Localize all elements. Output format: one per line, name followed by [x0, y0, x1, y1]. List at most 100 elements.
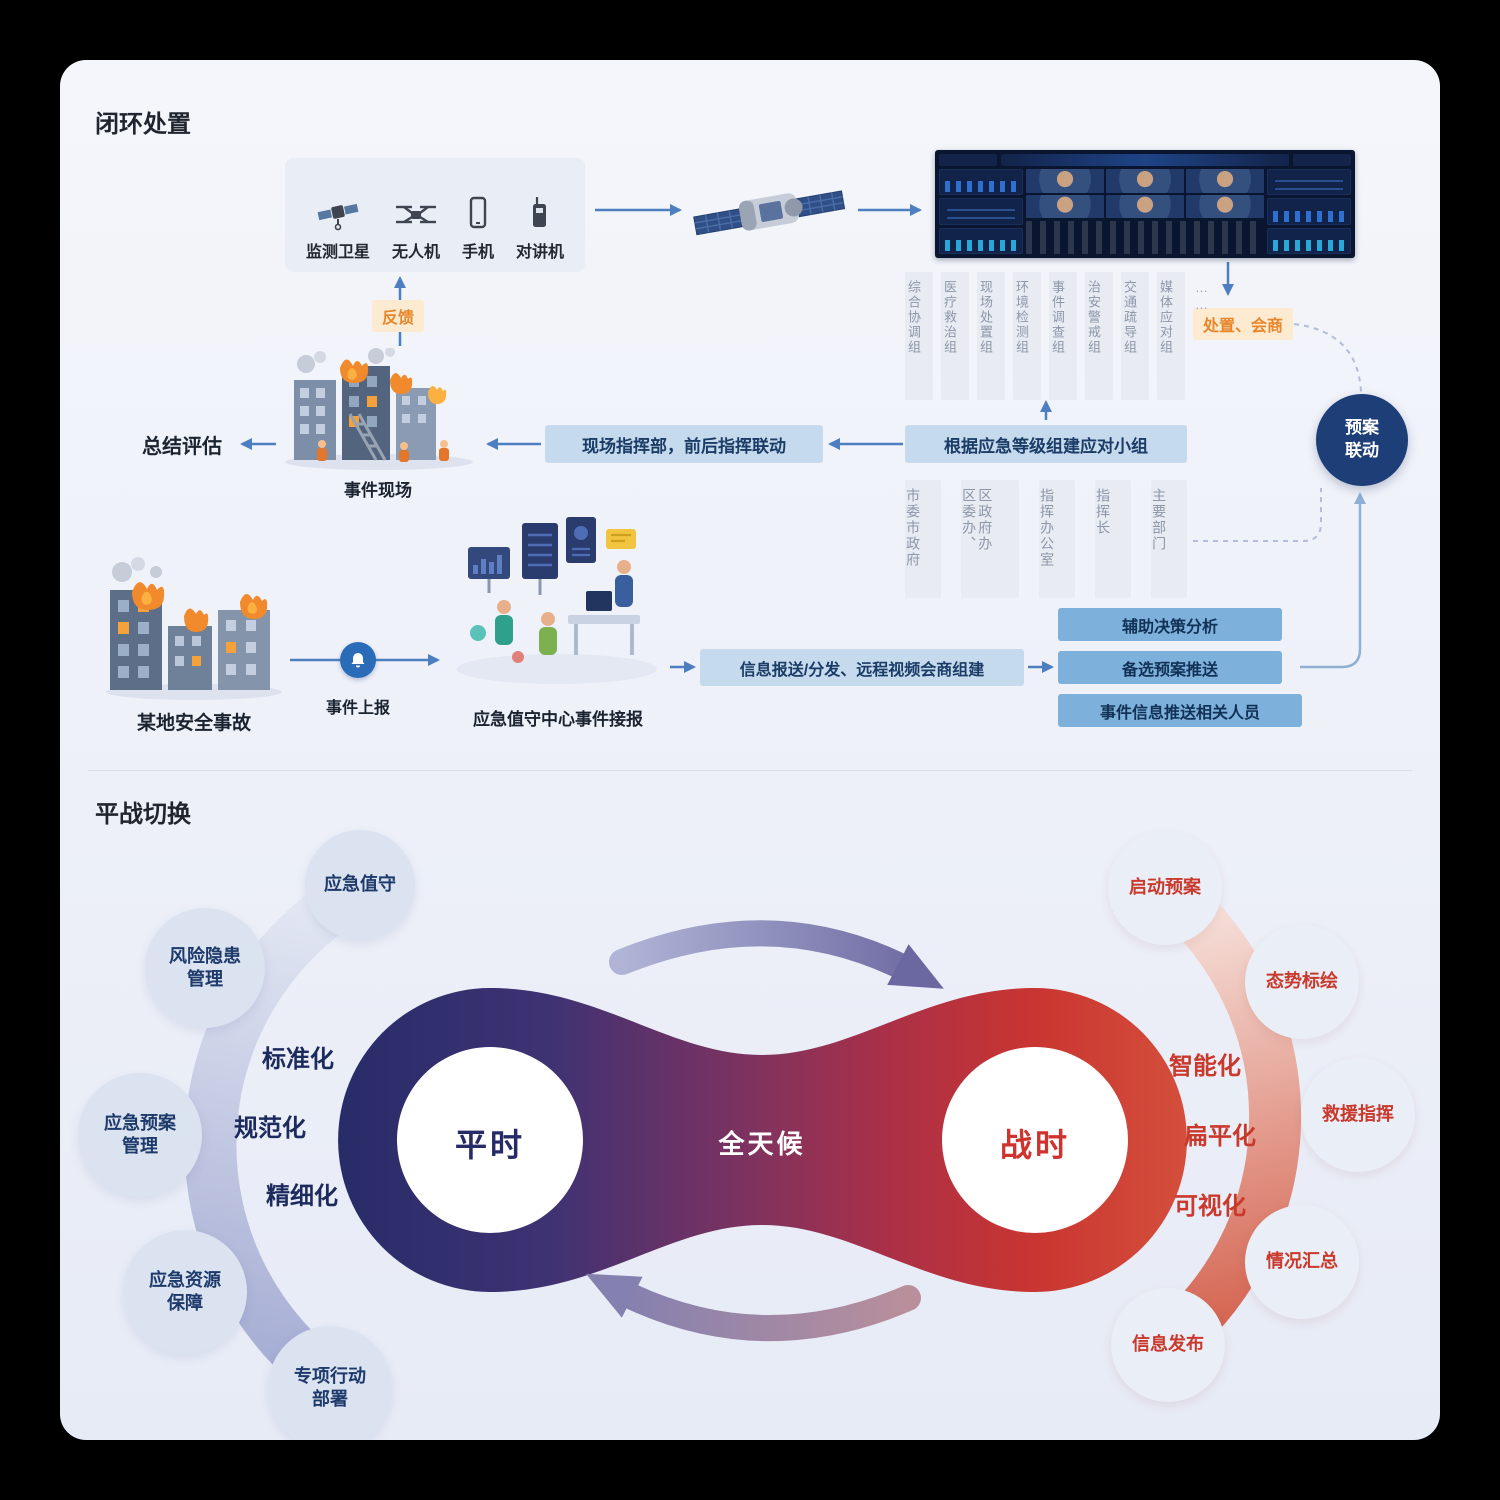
peacetime-label: 平时	[454, 1127, 525, 1163]
peacetime-core-circle	[397, 1047, 583, 1233]
cycle-bubble-left: 应急预案 管理	[78, 1073, 202, 1197]
device-label: 对讲机	[515, 244, 564, 261]
keyword-right: 可视化	[1174, 1193, 1246, 1220]
decision-box: 辅助决策分析	[1058, 608, 1282, 641]
device-label: 无人机	[391, 244, 440, 261]
all-weather-label: 全天候	[718, 1129, 806, 1159]
dash-panel	[939, 227, 1023, 254]
dash-left-panels	[939, 169, 1023, 254]
peacetime-ring-arc	[184, 864, 386, 1408]
cycle-bubble-left: 风险隐患 管理	[145, 908, 265, 1028]
cycle-bubble-right: 启动预案	[1108, 831, 1222, 945]
response-group-box: 事件调查组	[1049, 272, 1077, 400]
cycle-arrow-bottom	[585, 1273, 921, 1342]
command-role-box: 主要部门	[1151, 480, 1187, 598]
wartime-core-circle	[942, 1047, 1128, 1233]
front-end-devices-panel: 监测卫星 无人机 手机	[285, 158, 585, 272]
cycle-bubble-right: 情况汇总	[1245, 1205, 1359, 1319]
keyword-left: 精细化	[266, 1183, 338, 1210]
duty-center-label: 应急值守中心事件接报	[473, 710, 643, 729]
incident-scene-illustration	[285, 348, 473, 470]
feedback-label: 反馈	[372, 300, 425, 332]
device-phone: 手机	[462, 195, 494, 262]
cycle-bubble-left: 专项行动 部署	[268, 1326, 392, 1440]
wartime-ring-arc	[1137, 861, 1302, 1373]
diagram-vectors	[184, 204, 1366, 1408]
dash-video-grid	[1026, 169, 1264, 219]
accident-label: 某地安全事故	[136, 713, 251, 734]
dash-video-tile	[1186, 194, 1264, 219]
connector-dispose-to-plan-circle	[1293, 323, 1362, 393]
dash-bar-chart	[1272, 210, 1346, 222]
dash-video-wall	[1026, 169, 1264, 254]
response-group-ellipsis: ……	[1193, 280, 1209, 314]
dash-panel	[1267, 169, 1351, 196]
device-label: 监测卫星	[305, 244, 370, 261]
dash-header	[939, 154, 1351, 166]
incident-scene-label: 事件现场	[344, 481, 412, 500]
response-group-box: 综合协调组	[905, 272, 933, 400]
command-role-box: 指挥办公室	[1039, 480, 1075, 598]
wartime-label: 战时	[999, 1127, 1070, 1163]
decision-box: 备选预案推送	[1058, 651, 1282, 684]
bell-icon	[351, 653, 365, 668]
phone-icon	[469, 196, 487, 229]
section-divider	[88, 770, 1412, 771]
accident-illustration	[106, 557, 282, 700]
dash-bar-chart	[944, 239, 1018, 252]
command-platform-screenshot	[935, 150, 1355, 258]
response-group-box: 治安警戒组	[1085, 272, 1113, 400]
dash-body	[939, 169, 1351, 254]
firefighter-figures	[317, 440, 449, 462]
keyword-right: 智能化	[1169, 1053, 1241, 1080]
satellite-illustration	[693, 190, 846, 236]
plan-linkage-circle: 预案 联动	[1316, 394, 1408, 486]
arrow-decision-to-plan-circle	[1300, 492, 1366, 669]
response-group-box: 现场处置组	[977, 272, 1005, 400]
response-group-box: 环境检测组	[1013, 272, 1041, 400]
bottom-section-title: 平战切换	[95, 801, 191, 828]
dash-line-chart	[946, 203, 1016, 220]
dash-panel	[1267, 198, 1351, 225]
response-group-box: 医疗救治组	[941, 272, 969, 400]
summary-evaluation-label: 总结评估	[142, 436, 222, 458]
event-report-label: 事件上报	[325, 700, 390, 717]
cycle-bubble-left: 应急资源 保障	[123, 1230, 247, 1354]
keyword-right: 扁平化	[1184, 1123, 1256, 1150]
field-command-box: 现场指挥部，前后指挥联动	[545, 425, 823, 463]
dash-video-tile	[1026, 169, 1104, 193]
dash-line-chart	[1274, 174, 1344, 190]
cycle-bubble-right: 救援指挥	[1301, 1058, 1415, 1172]
command-role-box: 区委办、 区政府办	[961, 480, 1019, 598]
keyword-left: 标准化	[262, 1046, 334, 1073]
dash-title-bar	[1001, 154, 1289, 166]
drone-icon	[395, 205, 436, 224]
connector-roles-to-plan-circle	[1193, 488, 1322, 542]
info-dispatch-box: 信息报送/分发、远程视频会商组建	[700, 649, 1024, 686]
dash-panel	[939, 198, 1023, 225]
command-role-box: 指挥长	[1095, 480, 1131, 598]
command-roles-row: 市委市政府 区委办、 区政府办 指挥办公室 指挥长 主要部门	[905, 480, 1187, 598]
dash-bar-chart	[944, 181, 1018, 193]
dash-bar-chart	[1272, 239, 1346, 252]
operator-figures	[495, 560, 633, 655]
satellite-icon	[317, 203, 359, 231]
cycle-bubble-right: 态势标绘	[1245, 925, 1359, 1039]
response-group-box: 交通疏导组	[1121, 272, 1149, 400]
walkie-talkie-icon	[532, 197, 546, 227]
dash-header-chip	[939, 154, 997, 166]
keyword-left: 规范化	[234, 1115, 306, 1142]
peace-war-cycle-shape	[338, 988, 1187, 1292]
dispose-consult-label: 处置、会商	[1193, 308, 1294, 340]
dash-video-tile	[1186, 169, 1264, 193]
build-team-box: 根据应急等级组建应对小组	[905, 425, 1187, 463]
top-section-title: 闭环处置	[95, 111, 191, 138]
dash-panel	[1267, 227, 1351, 254]
cycle-bubble-left: 应急值守	[305, 830, 415, 940]
cycle-bubble-right: 信息发布	[1111, 1288, 1225, 1402]
decision-box: 事件信息推送相关人员	[1058, 694, 1302, 727]
response-group-box: 媒体应对组	[1157, 272, 1185, 400]
dash-video-tile	[1106, 169, 1184, 193]
cycle-arrow-top	[609, 920, 944, 989]
